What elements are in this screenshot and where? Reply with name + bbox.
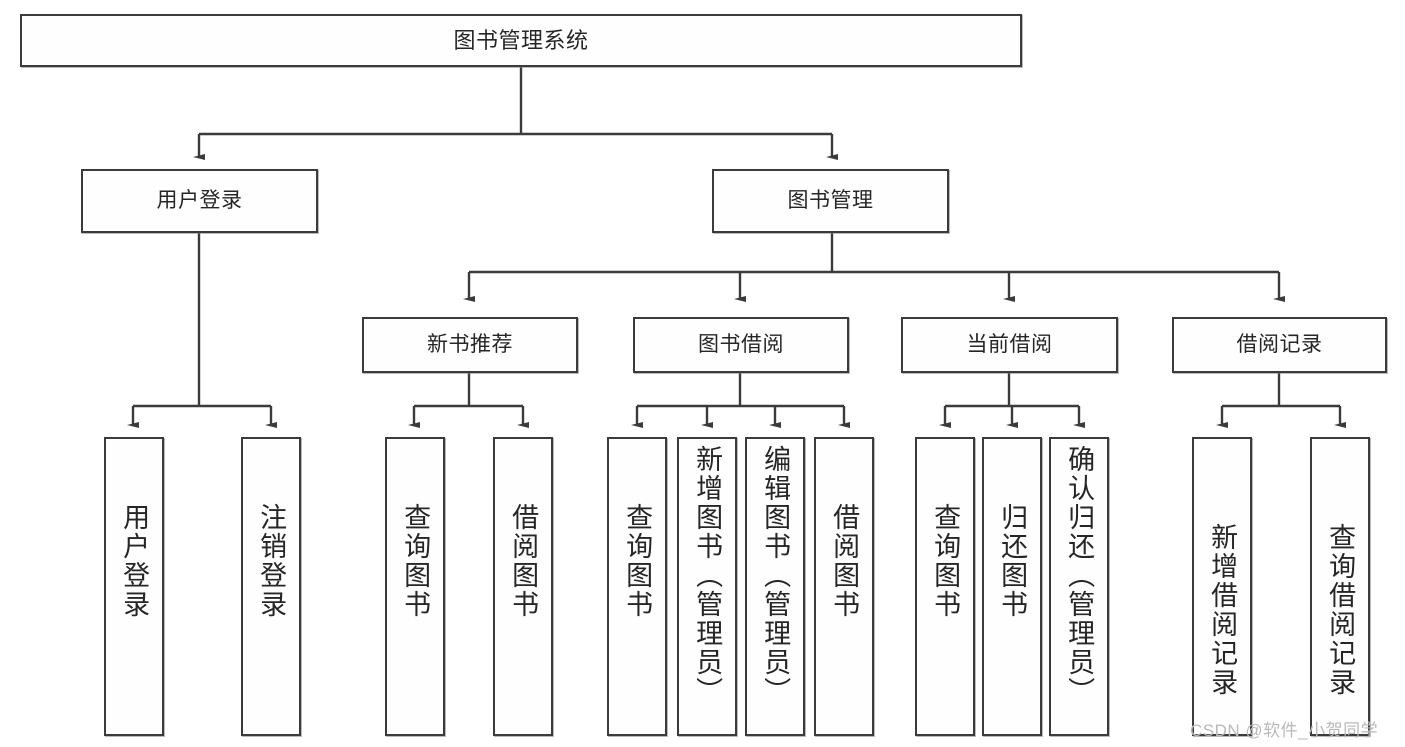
node-label: 图书借阅	[698, 332, 784, 356]
node-borrow-record[interactable]: 借阅记录	[1172, 317, 1387, 373]
leaf-user-login[interactable]: 用户登录	[104, 437, 164, 736]
node-label: 编辑图书（管理员）	[760, 445, 791, 706]
node-label: 注销登录	[256, 503, 287, 619]
node-book-borrow[interactable]: 图书借阅	[633, 317, 849, 373]
node-current-borrow[interactable]: 当前借阅	[901, 317, 1118, 373]
node-label: 图书管理	[787, 188, 874, 212]
leaf-return-book[interactable]: 归还图书	[982, 437, 1042, 736]
node-label: 确认归还（管理员）	[1064, 445, 1095, 706]
node-book-management[interactable]: 图书管理	[712, 169, 949, 233]
node-label: 用户登录	[119, 503, 150, 619]
node-label: 借阅图书	[829, 503, 860, 619]
leaf-edit-book[interactable]: 编辑图书（管理员）	[745, 437, 805, 736]
leaf-borrow-book-1[interactable]: 借阅图书	[493, 437, 553, 736]
node-label: 新增借阅记录	[1207, 523, 1238, 697]
node-user-login[interactable]: 用户登录	[81, 169, 318, 233]
node-label: 归还图书	[997, 503, 1028, 619]
leaf-query-book-1[interactable]: 查询图书	[385, 437, 445, 736]
node-label: 当前借阅	[966, 332, 1053, 356]
node-label: 借阅图书	[508, 503, 539, 619]
leaf-add-record[interactable]: 新增借阅记录	[1192, 437, 1252, 736]
node-label: 新增图书（管理员）	[692, 445, 723, 706]
leaf-add-book[interactable]: 新增图书（管理员）	[677, 437, 737, 736]
node-label: 查询图书	[930, 503, 961, 619]
node-new-book-recommend[interactable]: 新书推荐	[362, 317, 578, 373]
leaf-query-record[interactable]: 查询借阅记录	[1310, 437, 1370, 736]
leaf-logout-login[interactable]: 注销登录	[241, 437, 301, 736]
node-book-management-system[interactable]: 图书管理系统	[20, 14, 1022, 67]
node-label: 查询图书	[400, 503, 431, 619]
leaf-borrow-book-2[interactable]: 借阅图书	[814, 437, 874, 736]
node-label: 新书推荐	[427, 332, 513, 356]
node-label: 图书管理系统	[453, 27, 589, 53]
leaf-confirm-return[interactable]: 确认归还（管理员）	[1049, 437, 1109, 736]
leaf-query-book-2[interactable]: 查询图书	[607, 437, 667, 736]
watermark: CSDN @软件_小贺同学	[1190, 721, 1379, 740]
leaf-query-book-3[interactable]: 查询图书	[915, 437, 975, 736]
node-label: 借阅记录	[1236, 332, 1323, 356]
node-label: 查询图书	[622, 503, 653, 619]
node-label: 用户登录	[156, 188, 243, 212]
node-label: 查询借阅记录	[1325, 523, 1356, 697]
